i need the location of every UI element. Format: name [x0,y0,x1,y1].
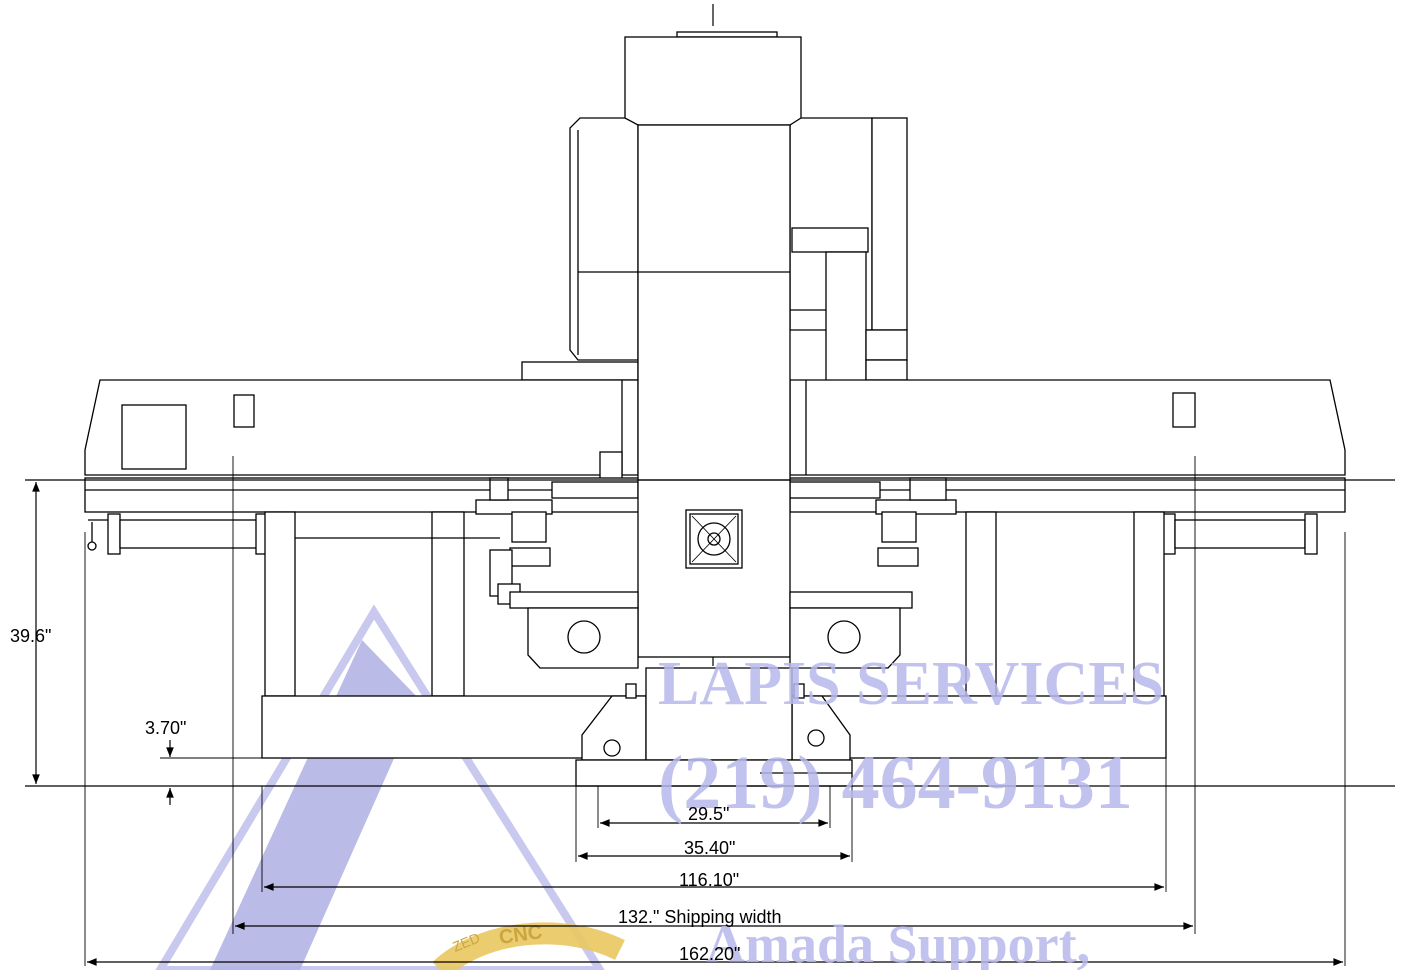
machine-base [261,667,1167,787]
watermark-triangle-outline [155,604,605,970]
reference-lines [25,456,1395,966]
watermark-phone: (219) 464-9131 [658,741,1133,825]
watermark-badge-text: CNC [498,921,544,949]
dim-label-foot-outer: 35.40" [684,838,735,858]
right-side-frame [789,477,1318,697]
watermark-company: LAPIS SERVICES [658,650,1164,718]
dim-label-base-width: 116.10" [679,870,739,890]
watermark-badge-arc [432,922,625,970]
watermark-support: Amada Support, [706,914,1090,970]
dim-label-base-height: 3.70" [145,718,186,738]
watermark-triangle-stripe [210,640,420,970]
dim-label-height-total: 39.6" [10,626,51,646]
dim-label-shipping-width: 132." Shipping width [618,907,782,927]
table-top [84,379,1346,513]
main-column [637,124,791,658]
dim-label-foot-inner: 29.5" [688,804,729,824]
dim-label-overall-width: 162.20" [679,944,740,964]
dimension-lines [32,482,1343,966]
